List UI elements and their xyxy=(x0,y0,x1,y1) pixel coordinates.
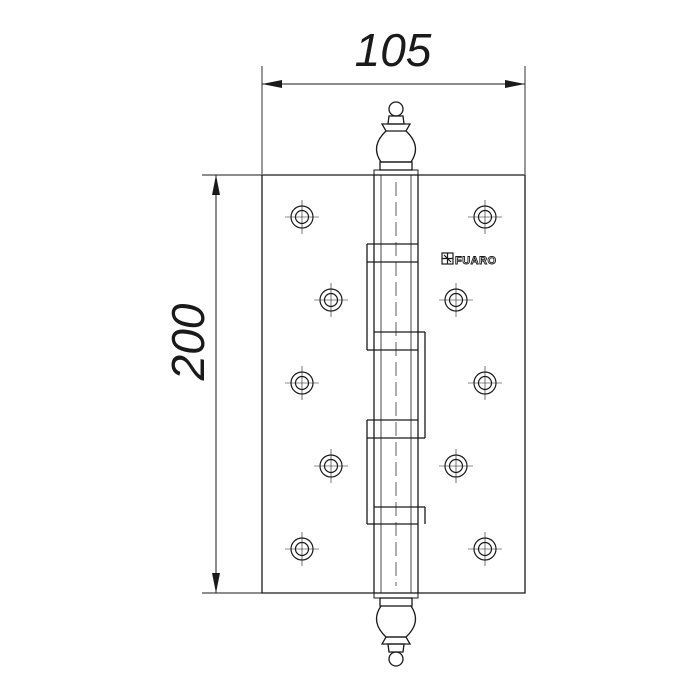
brand-mark-icon xyxy=(441,252,454,265)
finial-bottom xyxy=(375,597,417,667)
screw-hole xyxy=(314,283,348,317)
screw-hole xyxy=(439,283,473,317)
screw-holes xyxy=(285,200,502,566)
hinge-barrel xyxy=(366,169,426,599)
width-dimension-label: 105 xyxy=(355,24,432,76)
finial-top xyxy=(375,101,417,171)
screw-hole xyxy=(439,449,473,483)
screw-hole xyxy=(468,200,502,234)
hinge-leaf-right xyxy=(418,174,526,594)
screw-hole xyxy=(468,366,502,400)
screw-hole xyxy=(468,532,502,566)
height-dimension-label: 200 xyxy=(162,303,214,381)
height-dimension xyxy=(202,174,262,594)
screw-hole xyxy=(285,532,319,566)
hinge-leaf-left xyxy=(261,174,374,594)
screw-hole xyxy=(314,449,348,483)
screw-hole xyxy=(285,366,319,400)
screw-hole xyxy=(285,200,319,234)
width-dimension xyxy=(261,66,526,174)
brand-logo: FUARO xyxy=(441,252,497,267)
brand-name: FUARO xyxy=(455,255,497,267)
